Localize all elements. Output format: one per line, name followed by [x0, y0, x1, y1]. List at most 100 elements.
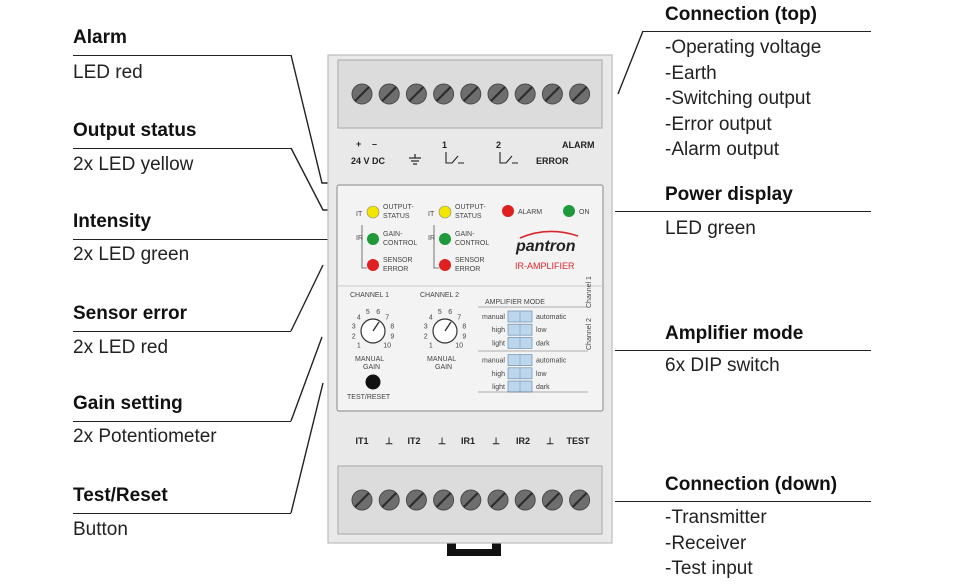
dip-side-channel-2: Channel 2 [586, 318, 593, 350]
list-item: -Operating voltage [665, 37, 822, 58]
output-status-led-1 [366, 205, 380, 219]
terminal-screw[interactable] [378, 83, 400, 105]
terminal-screw[interactable] [460, 489, 482, 511]
callout-title: Test/Reset [73, 485, 168, 506]
dip-right-label: automatic [536, 314, 567, 321]
callout-sub: 2x LED red [73, 337, 169, 358]
terminal-screw[interactable] [541, 83, 563, 105]
led-label-line: STATUS [383, 213, 410, 220]
test-reset-button[interactable] [365, 374, 381, 390]
terminal-screw[interactable] [514, 489, 536, 511]
brand-logo: pantron [515, 238, 576, 255]
callout-title: Sensor error [73, 303, 188, 324]
sensor-error-led-2 [439, 259, 451, 271]
terminal-screw[interactable] [351, 489, 373, 511]
terminal-screw[interactable] [433, 489, 455, 511]
terminal-screw[interactable] [405, 489, 427, 511]
callout-rule [73, 513, 291, 514]
brand-swoosh [519, 230, 579, 239]
bottom-terminal-label: ⊥ [546, 436, 554, 446]
callout-title: Gain setting [73, 393, 183, 414]
terminal-screw[interactable] [378, 489, 400, 511]
terminal-screw[interactable] [487, 83, 509, 105]
power-led-label: ON [579, 209, 590, 216]
callout-title: Amplifier mode [665, 323, 804, 344]
terminal-screw[interactable] [487, 489, 509, 511]
terminal-screw[interactable] [569, 489, 591, 511]
mark-error: ERROR [536, 156, 569, 166]
dip-left-label: light [492, 384, 505, 391]
dial-tick-label: 6 [376, 309, 380, 316]
callout-rule [615, 211, 871, 212]
led-label-line: SENSOR [383, 257, 413, 264]
callout-sub: 2x Potentiometer [73, 426, 217, 447]
dial-tick-label: 10 [455, 343, 463, 350]
led-it-label-2: IT [428, 211, 435, 218]
dial-tick-label: 9 [390, 334, 394, 341]
channel-1-label: CHANNEL 1 [350, 292, 389, 299]
terminal-screw[interactable] [460, 83, 482, 105]
callout-title: Intensity [73, 211, 152, 232]
manual-gain-label-2: MANUAL [427, 356, 456, 363]
connection-down-list: -Transmitter -Receiver -Test input [665, 505, 767, 582]
dial-tick-label: 4 [429, 314, 433, 321]
callout-title: Connection (top) [665, 4, 817, 25]
dip-right-label: low [536, 327, 547, 334]
led-label-line: ERROR [455, 266, 480, 273]
leader-test-reset [290, 382, 324, 514]
list-item: -Earth [665, 62, 717, 84]
callout-title: Connection (down) [665, 474, 838, 495]
dial-tick-label: 5 [366, 309, 370, 316]
led-label-line: GAIN- [383, 231, 403, 238]
bottom-terminal-label: ⊥ [385, 436, 393, 446]
callout-rule [73, 148, 291, 149]
top-markings: + – 24 V DC 1 2 ALARM ERROR [351, 139, 595, 166]
dial-tick-label: 2 [352, 334, 356, 341]
dial-tick-label: 1 [429, 343, 433, 350]
bottom-screws [351, 489, 591, 511]
gain-control-led-2 [439, 233, 451, 245]
earth-icon [409, 154, 421, 165]
list-item: -Alarm output [665, 139, 780, 160]
callout-rule [615, 350, 871, 351]
terminal-screw[interactable] [569, 83, 591, 105]
test-reset-label: TEST/RESET [347, 394, 391, 401]
led-ir-label-2: IR [428, 235, 435, 242]
terminal-screw[interactable] [541, 489, 563, 511]
dip-side-channel-1: Channel 1 [586, 276, 593, 308]
list-item: -Receiver [665, 532, 747, 554]
manual-gain-label-1b: GAIN [363, 364, 380, 371]
front-panel [336, 184, 604, 412]
terminal-screw[interactable] [405, 83, 427, 105]
list-item: -Error output [665, 113, 772, 135]
led-label-line: SENSOR [455, 257, 485, 264]
mark-plus: + [356, 139, 361, 149]
model-label: IR-AMPLIFIER [515, 261, 575, 271]
list-item: -Transmitter [665, 507, 767, 528]
callout-rule [73, 55, 291, 56]
dip-left-label: light [492, 340, 505, 347]
list-item: -Switching output [665, 88, 811, 109]
callout-rule [73, 421, 291, 422]
led-ir-label-1: IR [356, 235, 363, 242]
terminal-screw[interactable] [514, 83, 536, 105]
terminal-screw[interactable] [433, 83, 455, 105]
bottom-markings: IT1⊥IT2⊥IR1⊥IR2⊥TEST [355, 436, 590, 446]
mark-output-2: 2 [496, 140, 501, 150]
dial-tick-label: 4 [357, 314, 361, 321]
terminal-screw[interactable] [351, 83, 373, 105]
led-label-line: STATUS [455, 213, 482, 220]
dial-tick-label: 10 [383, 343, 391, 350]
bottom-terminal-label: TEST [566, 436, 590, 446]
dial-tick-label: 6 [448, 309, 452, 316]
dial-tick-label: 8 [462, 323, 466, 330]
